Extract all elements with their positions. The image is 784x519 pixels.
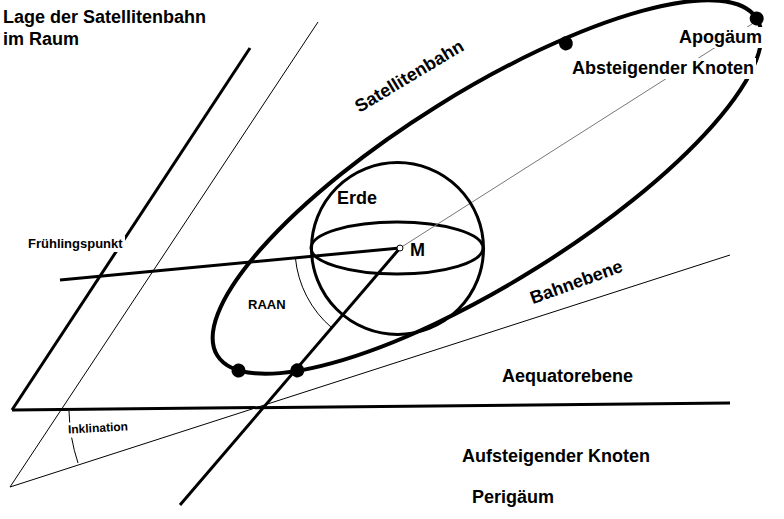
node-text: Erde <box>337 188 377 208</box>
center-label: M <box>410 240 425 261</box>
apogee-label: Apogäum <box>677 27 764 48</box>
perigee-label: Perigäum <box>470 487 556 508</box>
earth-circle: Erde <box>310 161 485 336</box>
node-label: Absteigender Knoten <box>570 58 756 79</box>
plane-label: Aequatorebene <box>500 366 635 387</box>
orbit-label: Satellitenbahn <box>350 34 470 117</box>
angle-label: Inklination <box>66 419 131 437</box>
node-label: Aufsteigender Knoten <box>460 446 652 467</box>
equinox-label: Frühlingspunkt <box>26 236 125 252</box>
raan-label: RAAN <box>246 297 288 313</box>
diagram-title: Lage der Satellitenbahn im Raum <box>3 6 225 50</box>
